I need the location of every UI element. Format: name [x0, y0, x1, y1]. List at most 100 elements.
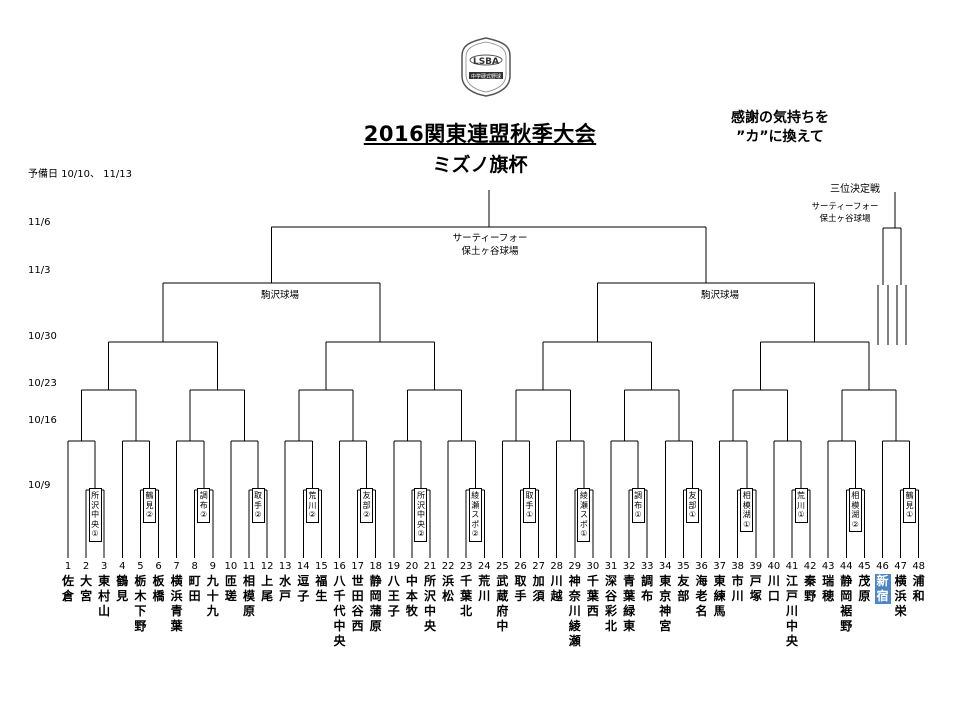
team-name: 横 浜 青 葉 [170, 574, 183, 633]
team-number: 12 [260, 561, 274, 572]
prelim-dates: 予備日 10/10、 11/13 [28, 169, 132, 180]
slogan-line-1: 感謝の気持ちを [731, 110, 829, 126]
team-number: 38 [731, 561, 745, 572]
seed-box: 綾 瀬 ス ポ ② [468, 488, 482, 542]
logo-text: LSBA [473, 57, 499, 67]
team-name: 浜 松 [442, 574, 455, 603]
team-name: 武 蔵 府 中 [496, 574, 509, 633]
team-number: 31 [604, 561, 618, 572]
team-name: 東 練 馬 [713, 574, 726, 618]
team-number: 4 [119, 561, 126, 572]
final-venue-line-2: 保土ヶ谷球場 [461, 246, 519, 257]
team-number: 10 [224, 561, 238, 572]
team-number: 46 [876, 561, 889, 572]
team-name: 友 部 [677, 574, 690, 603]
team-number: 29 [568, 561, 582, 572]
team-number: 20 [405, 561, 419, 572]
team-number: 9 [209, 561, 216, 572]
team-number: 25 [496, 561, 509, 572]
team-name: 調 布 [641, 574, 654, 603]
team-number: 6 [155, 561, 162, 572]
seed-box: 荒 川 ② [305, 488, 319, 523]
team-number: 28 [550, 561, 564, 572]
team-name: 八 王 子 [387, 574, 400, 618]
team-number: 39 [749, 561, 763, 572]
team-name: 相 模 原 [242, 574, 255, 618]
team-name: 大 宮 [80, 574, 93, 603]
team-name: 千 葉 西 [586, 574, 599, 618]
seed-box: 綾 瀬 ス ポ ① [577, 488, 591, 542]
league-logo: LSBA 中学硬式野球 [461, 37, 511, 97]
team-number: 36 [695, 561, 708, 572]
team-name: 九 十 九 [206, 574, 219, 618]
logo-subtext: 中学硬式野球 [471, 73, 501, 80]
team-name: 茂 原 [858, 574, 871, 603]
team-number: 34 [658, 561, 672, 572]
team-number: 30 [586, 561, 600, 572]
team-name: 横 浜 栄 [894, 574, 907, 618]
round-date: 11/6 [28, 217, 51, 228]
team-number: 44 [839, 561, 853, 572]
team-number: 23 [459, 561, 473, 572]
semi-venue-left: 駒沢球場 [260, 290, 299, 301]
team-number: 17 [351, 561, 364, 572]
final-venue-line-1: サーティーフォー [452, 233, 528, 244]
team-number: 41 [785, 561, 799, 572]
team-name: 深 谷 彩 北 [604, 574, 617, 633]
team-number: 18 [369, 561, 383, 572]
team-number: 14 [296, 561, 310, 572]
team-name: 佐 倉 [61, 574, 74, 603]
team-name: 海 老 名 [695, 574, 708, 618]
team-name: 東 京 神 宮 [659, 574, 672, 633]
team-number: 27 [532, 561, 545, 572]
team-number: 11 [242, 561, 256, 572]
team-name: 江 戸 川 中 央 [785, 574, 798, 648]
team-number: 8 [191, 561, 198, 572]
team-name: 川 口 [767, 574, 780, 603]
team-number: 26 [514, 561, 527, 572]
team-name: 世 田 谷 西 [351, 574, 364, 633]
team-number: 2 [82, 561, 90, 572]
team-name: 東 村 山 [98, 574, 111, 618]
seed-box: 取 手 ② [251, 488, 265, 523]
team-number: 7 [173, 561, 180, 572]
team-number: 48 [912, 561, 926, 572]
semi-venue-right: 駒沢球場 [700, 290, 739, 301]
team-name: 取 手 [514, 574, 527, 603]
team-name: 町 田 [188, 574, 201, 603]
team-number: 13 [278, 561, 292, 572]
team-name: 八 千 代 中 央 [333, 574, 346, 648]
team-name: 戸 塚 [749, 574, 762, 603]
team-name: 静 岡 裾 野 [840, 574, 853, 633]
team-number: 22 [441, 561, 455, 572]
team-number: 35 [677, 561, 690, 572]
third-place-title: 三位決定戦 [830, 184, 880, 195]
team-name: 栃 木 下 野 [134, 574, 147, 633]
round-date: 10/30 [28, 331, 57, 342]
team-number: 37 [713, 561, 726, 572]
team-name: 所 沢 中 央 [423, 574, 436, 633]
team-name: 市 川 [731, 574, 744, 603]
team-name: 加 須 [532, 574, 545, 603]
team-name: 新 宿 [876, 574, 889, 603]
team-number: 47 [894, 561, 907, 572]
team-name: 秦 野 [804, 574, 817, 603]
team-name: 板 橋 [152, 574, 165, 603]
seed-box: 友 部 ① [685, 488, 699, 523]
seed-box: 所 沢 中 央 ② [414, 488, 428, 542]
seed-box: 荒 川 ① [794, 488, 808, 523]
seed-box: 鶴 見 ② [142, 488, 156, 523]
team-number: 32 [622, 561, 636, 572]
team-name: 神 奈 川 綾 瀬 [568, 574, 581, 648]
seed-box: 相 模 湖 ① [740, 488, 754, 532]
team-number: 5 [137, 561, 144, 572]
team-number: 43 [821, 561, 835, 572]
team-name: 瑞 穂 [822, 574, 835, 603]
team-name: 逗 子 [297, 574, 310, 603]
round-date: 11/3 [28, 265, 51, 276]
seed-box: 調 布 ② [197, 488, 211, 523]
team-name: 鶴 見 [116, 574, 129, 603]
slogan-line-2: ”カ”に換えて [736, 129, 824, 145]
team-name: 中 本 牧 [405, 574, 418, 618]
